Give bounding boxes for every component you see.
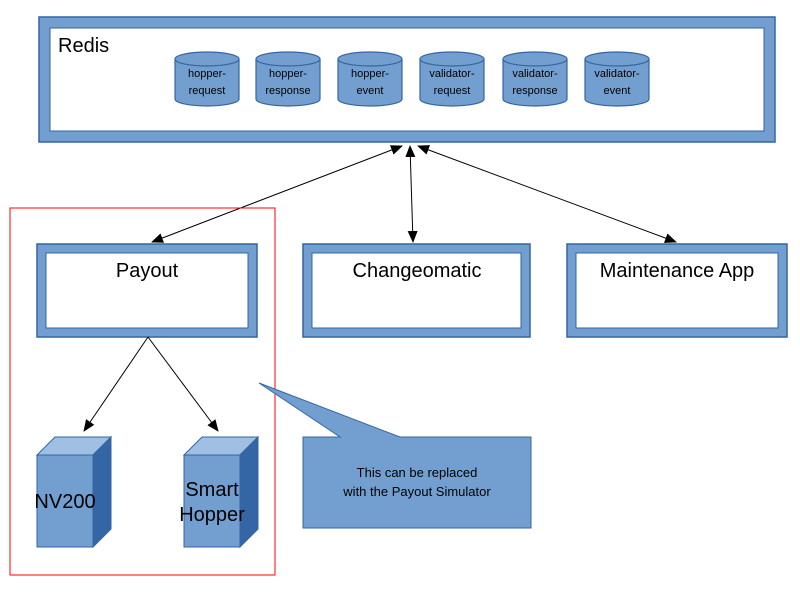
queue-label-line2: response [265,85,310,97]
changeomatic-label: Changeomatic [353,260,482,282]
queue-label-line2: event [357,85,384,97]
payout-label: Payout [116,260,179,282]
connector-payout-nv200 [83,336,149,432]
smart-hopper-label-line2: Hopper [179,504,245,526]
queue-label-line1: hopper- [269,68,307,80]
connector-redis-maintenance [417,145,677,243]
nv200-device: NV200 [34,435,113,549]
changeomatic-box: Changeomatic [302,243,531,338]
queue-hopper-event: hopper- event [337,51,403,107]
queue-hopper-response: hopper- response [255,51,321,107]
callout-line2: with the Payout Simulator [342,484,491,499]
queue-label-line2: request [189,85,226,97]
queue-validator-response: validator- response [502,51,568,107]
queue-label-line1: validator- [429,68,475,80]
nv200-label: NV200 [34,491,95,513]
queue-validator-event: validator- event [584,51,650,107]
queue-label-line2: event [604,85,631,97]
queue-label-line2: response [512,85,557,97]
connector-redis-payout [151,145,403,243]
redis-title: Redis [58,35,109,57]
queue-label-line1: validator- [512,68,558,80]
callout-line1: This can be replaced [357,465,478,480]
queue-label-line1: hopper- [188,68,226,80]
connector-redis-changeomatic [405,145,418,243]
smart-hopper-label-line1: Smart [185,479,239,501]
payout-box: Payout [36,243,258,338]
queue-label-line1: validator- [594,68,640,80]
queue-hopper-request: hopper- request [174,51,240,107]
queue-validator-request: validator- request [419,51,485,107]
queue-label-line2: request [434,85,471,97]
queue-label-line1: hopper- [351,68,389,80]
redis-box: Redis [38,16,776,143]
maintenance-app-box: Maintenance App [566,243,788,338]
connector-payout-smart-hopper [147,336,219,432]
maintenance-app-label: Maintenance App [600,260,755,282]
smart-hopper-device: Smart Hopper [179,435,260,549]
simulator-callout: This can be replaced with the Payout Sim… [258,382,532,529]
